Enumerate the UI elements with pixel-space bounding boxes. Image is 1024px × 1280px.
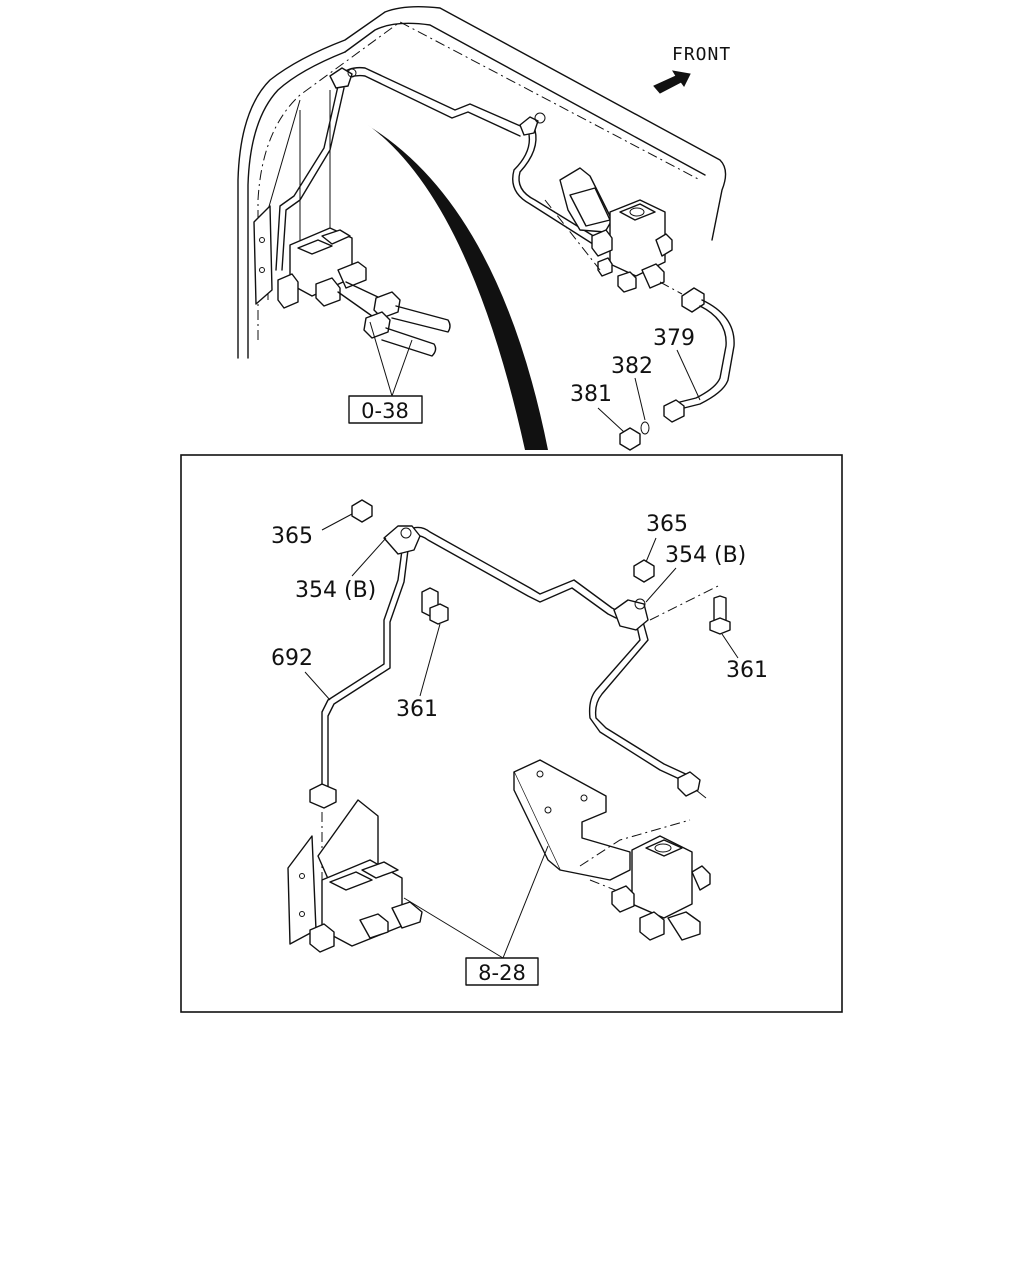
callout-354b-right: 354 (B) bbox=[665, 543, 746, 568]
callout-365-left-leader bbox=[321, 513, 353, 531]
detail-right-bracket bbox=[513, 759, 691, 901]
ref-0-38-leader bbox=[369, 321, 413, 397]
nut-365-right bbox=[633, 559, 655, 583]
callout-379: 379 bbox=[653, 326, 695, 351]
bolt-361-left bbox=[421, 587, 449, 625]
callout-365-right: 365 bbox=[646, 512, 688, 537]
ref-box-0-38-frame bbox=[348, 395, 423, 424]
callout-365-left: 365 bbox=[271, 524, 313, 549]
front-direction-indicator: FRONT bbox=[653, 44, 731, 94]
callout-382: 382 bbox=[611, 354, 653, 379]
cab-edge-curve bbox=[368, 125, 548, 450]
right-valve-assembly bbox=[544, 167, 683, 295]
cut-hose-lines bbox=[363, 291, 451, 357]
clamp-right bbox=[613, 598, 649, 631]
bolt-361-right bbox=[709, 595, 731, 635]
ref-box-8-28-frame bbox=[465, 957, 539, 986]
pipe-692 bbox=[309, 526, 707, 930]
callout-692: 692 bbox=[271, 646, 313, 671]
nut-365-left bbox=[351, 499, 373, 523]
overview-view: 0-38 379 382 381 bbox=[237, 5, 735, 451]
callout-354b-right-leader bbox=[645, 567, 677, 603]
callout-379-leader bbox=[676, 349, 701, 401]
callout-361-right: 361 bbox=[726, 658, 768, 683]
callout-361-left: 361 bbox=[396, 697, 438, 722]
callout-382-leader bbox=[634, 377, 646, 421]
ref-box-0-38: 0-38 bbox=[361, 399, 409, 423]
front-label: FRONT bbox=[672, 44, 731, 65]
callout-354b-left-leader bbox=[351, 537, 387, 577]
ref-box-8-28: 8-28 bbox=[478, 961, 526, 985]
pipe-379 bbox=[619, 287, 735, 451]
detail-right-valve-assembly bbox=[611, 835, 711, 941]
callout-354b-left: 354 (B) bbox=[295, 578, 376, 603]
callout-381-leader bbox=[597, 407, 625, 433]
callout-381: 381 bbox=[570, 382, 612, 407]
callout-361-right-leader bbox=[721, 633, 739, 659]
detail-view: 8-28 365 354 (B) 692 361 365 354 (B) 361 bbox=[271, 499, 768, 986]
detail-left-valve-assembly bbox=[287, 799, 423, 953]
left-valve-assembly bbox=[253, 205, 381, 317]
bolt-axis-line bbox=[649, 585, 719, 621]
detail-frame bbox=[180, 454, 843, 1013]
callout-361-left-leader bbox=[419, 623, 441, 697]
callout-692-leader bbox=[304, 671, 331, 701]
callout-365-right-leader bbox=[645, 537, 657, 563]
front-arrow-icon bbox=[653, 70, 691, 94]
clamp-left bbox=[383, 525, 421, 555]
upper-pipe-run bbox=[275, 66, 601, 271]
ref-8-28-leader bbox=[403, 845, 549, 959]
